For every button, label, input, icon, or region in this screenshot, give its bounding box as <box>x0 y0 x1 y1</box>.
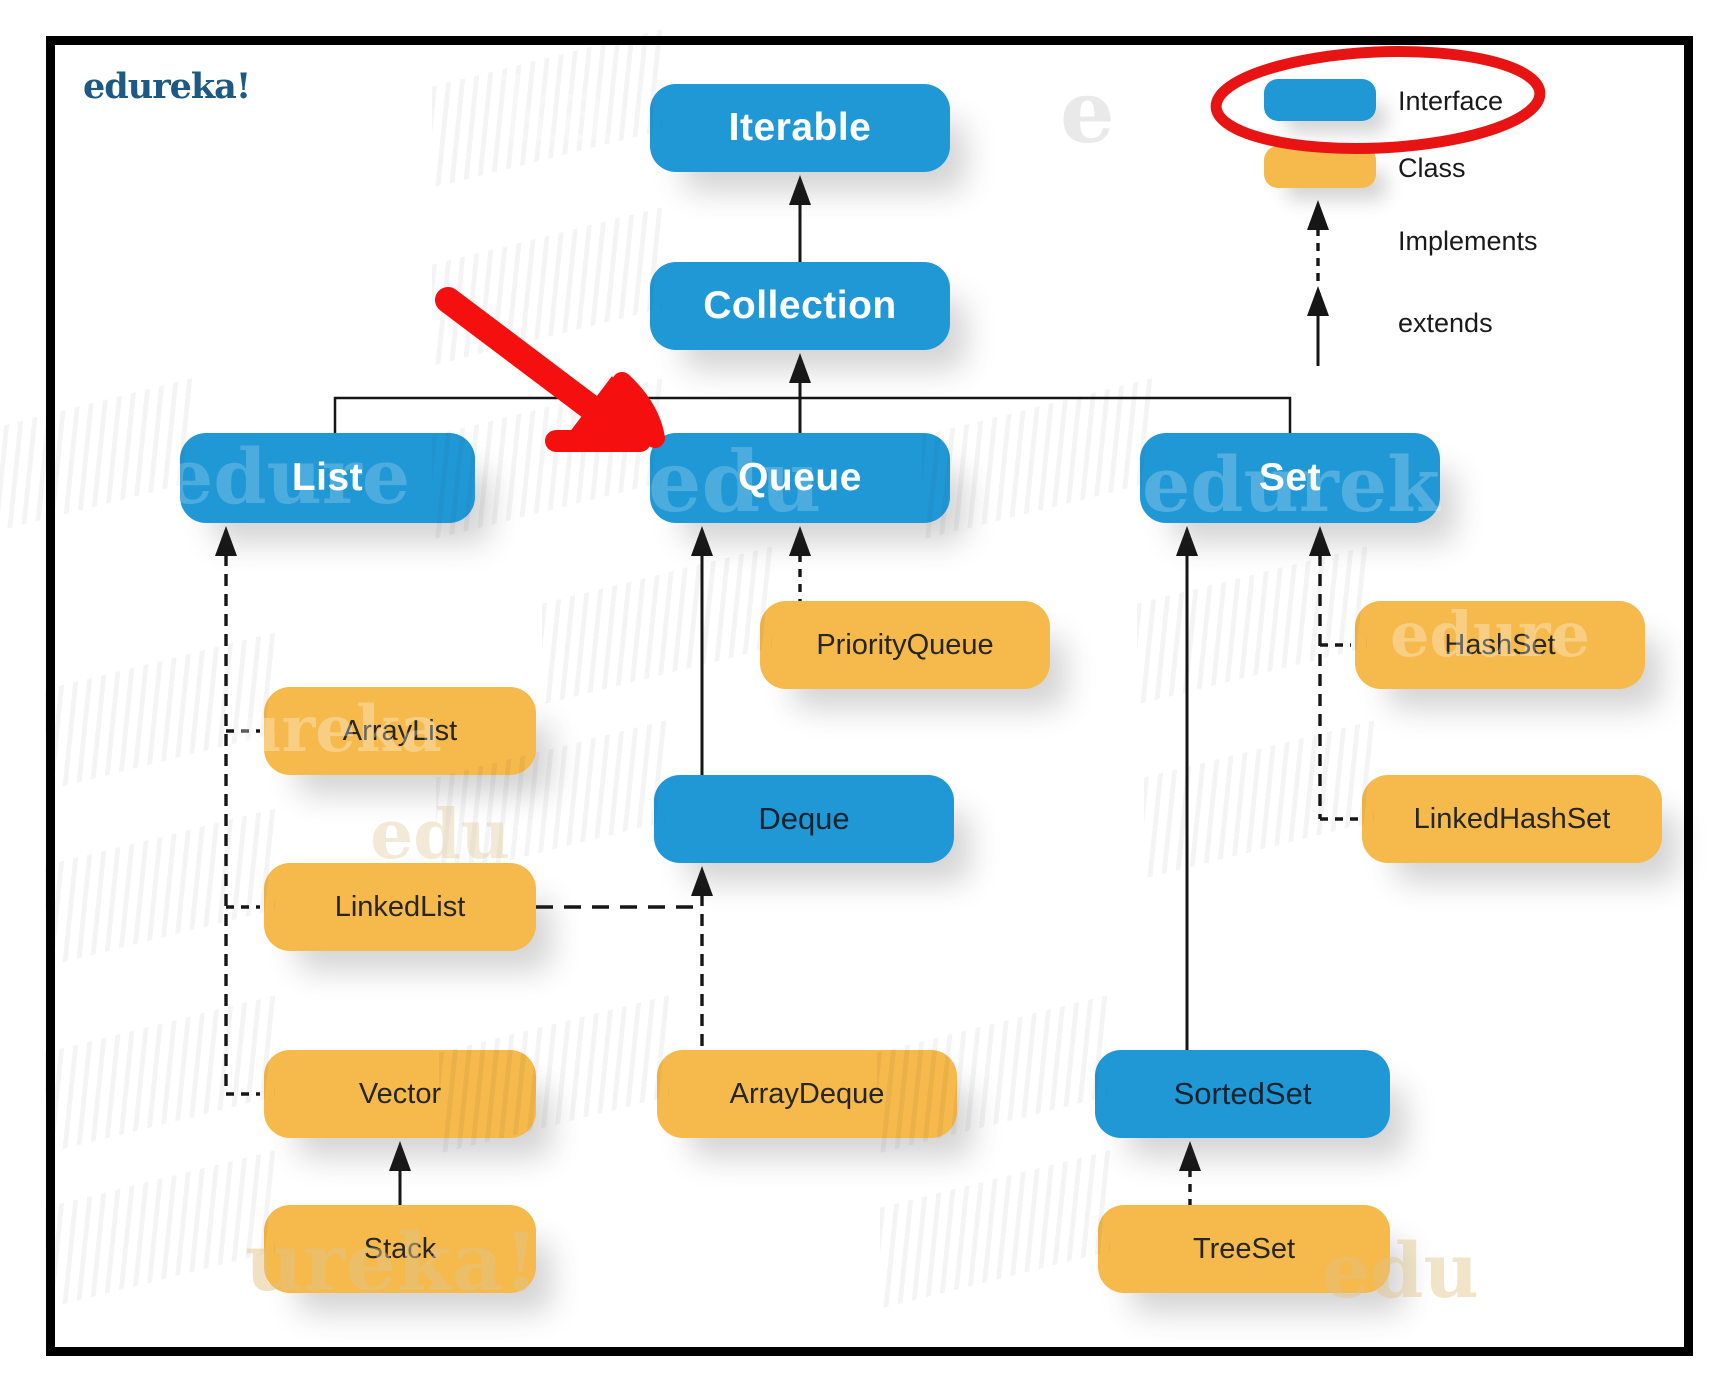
node-deque: Deque <box>654 775 954 863</box>
legend-class-label: Class <box>1398 153 1466 183</box>
node-priorityqueue-label: PriorityQueue <box>816 628 994 661</box>
node-deque-label: Deque <box>758 801 850 836</box>
node-stack: Stack <box>264 1205 536 1293</box>
red-arrow-annotation <box>435 287 665 452</box>
edge-list-implementations <box>215 526 260 1096</box>
node-arraydeque-label: ArrayDeque <box>729 1077 885 1110</box>
node-iterable-label: Iterable <box>728 106 872 149</box>
edge-deque-implementations <box>536 866 713 1050</box>
edureka-logo: edureka! <box>83 66 251 107</box>
red-circle-annotation <box>1210 46 1546 154</box>
edge-stack-extends-vector <box>389 1141 411 1205</box>
node-sortedset: SortedSet <box>1095 1050 1390 1138</box>
node-treeset-label: TreeSet <box>1192 1232 1296 1265</box>
node-linkedlist-label: LinkedList <box>334 890 466 923</box>
node-sortedset-label: SortedSet <box>1173 1076 1312 1111</box>
node-set: Set <box>1140 433 1440 523</box>
node-arraylist-label: ArrayList <box>342 714 458 747</box>
legend-extends-arrow <box>1307 286 1329 366</box>
node-stack-label: Stack <box>363 1232 437 1265</box>
node-linkedhashset-label: LinkedHashSet <box>1413 802 1611 835</box>
node-vector: Vector <box>264 1050 536 1138</box>
node-list: List <box>180 433 475 523</box>
connector-list-queue-set <box>333 396 1292 433</box>
legend-extends-label: extends <box>1398 308 1493 338</box>
node-linkedlist: LinkedList <box>264 863 536 951</box>
node-set-label: Set <box>1258 456 1322 499</box>
node-collection-label: Collection <box>703 284 897 327</box>
node-arraylist: ArrayList <box>264 687 536 775</box>
node-arraydeque: ArrayDeque <box>657 1050 957 1138</box>
node-priorityqueue: PriorityQueue <box>760 601 1050 689</box>
node-collection: Collection <box>650 262 950 350</box>
node-queue: Queue <box>650 433 950 523</box>
legend-implements-label: Implements <box>1398 226 1538 256</box>
node-vector-label: Vector <box>358 1077 442 1110</box>
edge-set-implementations <box>1309 526 1360 821</box>
node-linkedhashset: LinkedHashSet <box>1362 775 1662 863</box>
node-treeset: TreeSet <box>1098 1205 1390 1293</box>
edge-deque-extends-queue <box>691 526 713 775</box>
legend-implements-arrow <box>1307 200 1329 282</box>
edge-priorityqueue-implements-queue <box>789 526 811 601</box>
node-list-label: List <box>291 456 364 499</box>
legend-interface-label: Interface <box>1398 86 1504 116</box>
legend-interface-swatch <box>1264 79 1376 121</box>
node-queue-label: Queue <box>738 456 862 499</box>
edge-collection-extends-iterable <box>789 175 811 262</box>
edge-queue-extends-collection <box>789 353 811 433</box>
node-hashset: HashSet <box>1355 601 1645 689</box>
node-iterable: Iterable <box>650 84 950 172</box>
edge-sortedset-extends-set <box>1176 526 1198 1050</box>
edge-treeset-implements-sortedset <box>1179 1141 1201 1205</box>
node-hashset-label: HashSet <box>1444 628 1556 661</box>
